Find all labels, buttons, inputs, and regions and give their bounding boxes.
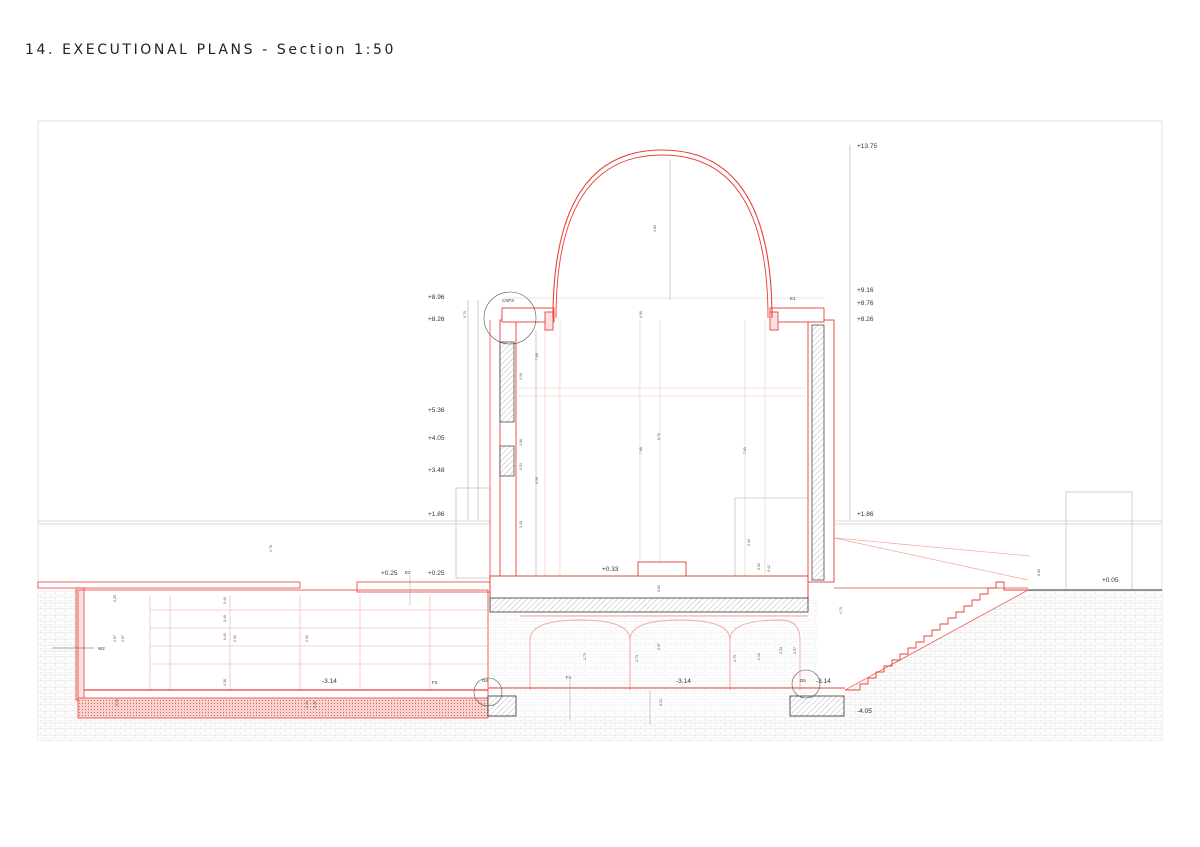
level-label: +0.33: [602, 566, 619, 573]
level-label: +8.26: [857, 316, 874, 323]
dim-value: 0.40: [223, 597, 227, 604]
dim-value: 0.26: [305, 701, 309, 708]
level-label: +0.25: [428, 570, 445, 577]
page-title: 14. EXECUTIONAL PLANS - Section 1:50: [25, 42, 396, 58]
level-label: +0.05: [1102, 577, 1119, 584]
dim-value: 0.90: [639, 311, 643, 318]
dim-value: 4.70: [839, 607, 843, 614]
level-label: +1.86: [857, 511, 874, 518]
level-label: +8.76: [857, 300, 874, 307]
main-building: [487, 149, 845, 717]
level-label: +13.75: [857, 143, 877, 150]
detail-callouts: [473, 291, 821, 707]
dim-value: 1.76: [269, 545, 273, 552]
dim-value: 0.40: [223, 633, 227, 640]
dim-value: 2.97: [121, 635, 125, 642]
dim-value: 0.60: [1037, 569, 1041, 576]
dim-value: 0.25: [113, 595, 117, 602]
dim-value: 7.89: [535, 353, 539, 360]
dimension-values: 4.60 0.70 0.90 7.89 3.10 1.08 0.51 0.39 …: [113, 225, 1041, 708]
dim-value: 1.73: [733, 655, 737, 662]
tag-label: F3: [432, 680, 438, 685]
dim-value: 2.97: [793, 647, 797, 654]
dim-value: 2.91: [305, 635, 309, 642]
dim-value: 7.88: [639, 447, 643, 454]
level-label: +1.86: [428, 511, 445, 518]
level-label: -3.14: [676, 678, 691, 685]
tag-label: W2: [98, 646, 105, 651]
tag-label: E1: [790, 296, 796, 301]
ground-hatch: [38, 588, 1162, 740]
level-label: +4.05: [428, 435, 445, 442]
dim-value: 4.60: [653, 225, 657, 232]
dim-value: 0.22: [659, 699, 663, 706]
tag-label: D5: [800, 678, 806, 683]
dim-value: 2.33: [779, 647, 783, 654]
tag-label: F1: [566, 675, 572, 680]
dim-value: 0.51: [519, 463, 523, 470]
level-label: -4.05: [857, 708, 872, 715]
level-label: -3.14: [816, 678, 831, 685]
level-label: +3.48: [428, 467, 445, 474]
exterior-stair: [833, 537, 1162, 691]
dim-value: 0.25: [115, 699, 119, 706]
level-label: -3.14: [322, 678, 337, 685]
dim-value: 0.70: [463, 311, 467, 318]
dim-value: 0.39: [535, 477, 539, 484]
dim-value: 8.76: [657, 433, 661, 440]
dimension-lines: [409, 145, 851, 725]
dim-value: 2.10: [747, 539, 751, 546]
dim-value: 0.42: [767, 565, 771, 572]
level-label: +9.16: [857, 287, 874, 294]
dim-value: 0.26: [313, 701, 317, 708]
dim-value: 3.10: [519, 373, 523, 380]
dim-value: 2.97: [657, 643, 661, 650]
dim-value: 0.92: [757, 563, 761, 570]
basement: [37, 581, 491, 719]
tag-label: D4: [482, 678, 488, 683]
tag-label: E2: [405, 570, 411, 575]
level-label: +0.25: [381, 570, 398, 577]
level-label: +8.26: [428, 316, 445, 323]
dim-value: 2.10: [757, 653, 761, 660]
dim-value: 7.81: [743, 447, 747, 454]
dim-value: 0.92: [657, 585, 661, 592]
tag-label: CSP3: [502, 298, 514, 303]
dim-value: 3.10: [519, 521, 523, 528]
element-tags: CSP3 W2 E1 E2 F3 D4 D5 F1: [98, 296, 806, 685]
dim-value: 0.40: [223, 615, 227, 622]
dim-value: 1.73: [583, 653, 587, 660]
level-label: +8.96: [428, 294, 445, 301]
dim-value: 1.73: [635, 655, 639, 662]
dim-value: 2.91: [233, 635, 237, 642]
level-label: +5.36: [428, 407, 445, 414]
dim-value: 2.87: [113, 635, 117, 642]
dim-value: 1.08: [519, 439, 523, 446]
dim-value: 0.38: [223, 679, 227, 686]
level-labels: +13.75 +8.96 +8.26 +9.16 +8.76 +8.26 +5.…: [322, 143, 1119, 715]
